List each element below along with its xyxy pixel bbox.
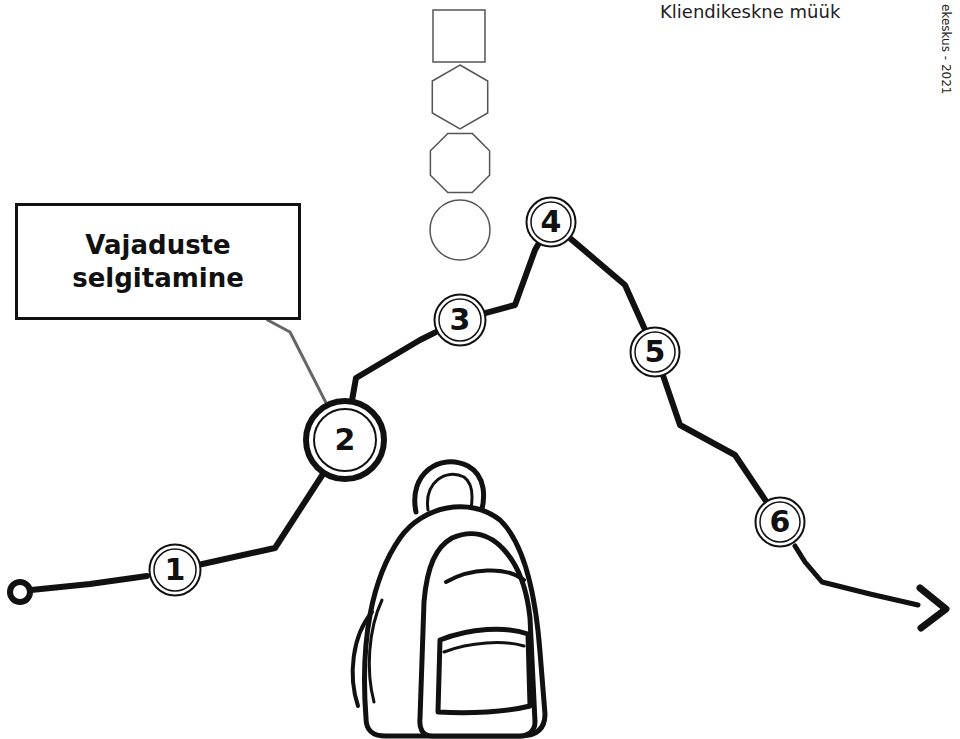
path-segment	[571, 239, 645, 328]
step-circle: 1	[148, 543, 202, 597]
step-number: 4	[541, 207, 562, 237]
path-segment	[201, 475, 322, 564]
step-number: 6	[770, 507, 791, 537]
step-circle: 4	[525, 196, 577, 248]
arrow-head	[920, 588, 946, 628]
path-segment	[352, 332, 436, 399]
step-circle: 6	[754, 496, 806, 548]
credit-text: ekeskus - 2021	[939, 4, 953, 94]
leader-line	[268, 320, 326, 403]
step-number: 1	[165, 555, 186, 585]
octagon-symbol	[430, 133, 489, 192]
step-circle: 3	[433, 293, 487, 347]
hexagon-symbol	[432, 65, 487, 129]
step-circle: 2	[303, 398, 387, 482]
square-symbol	[433, 10, 485, 62]
start-ring	[10, 582, 30, 602]
path-start	[31, 576, 147, 590]
step-number: 2	[335, 425, 356, 455]
path-segment	[663, 377, 765, 501]
circle-symbol	[430, 200, 490, 260]
header-text: Kliendikeskne müük	[660, 1, 840, 23]
path-segment	[486, 245, 538, 313]
callout-text: Vajaduste selgitamine	[33, 229, 283, 294]
step-circle: 5	[629, 326, 681, 378]
callout-box: Vajaduste selgitamine	[15, 203, 301, 320]
path-end	[795, 546, 918, 605]
step-number: 3	[450, 305, 471, 335]
backpack	[353, 462, 545, 736]
step-number: 5	[645, 337, 666, 367]
